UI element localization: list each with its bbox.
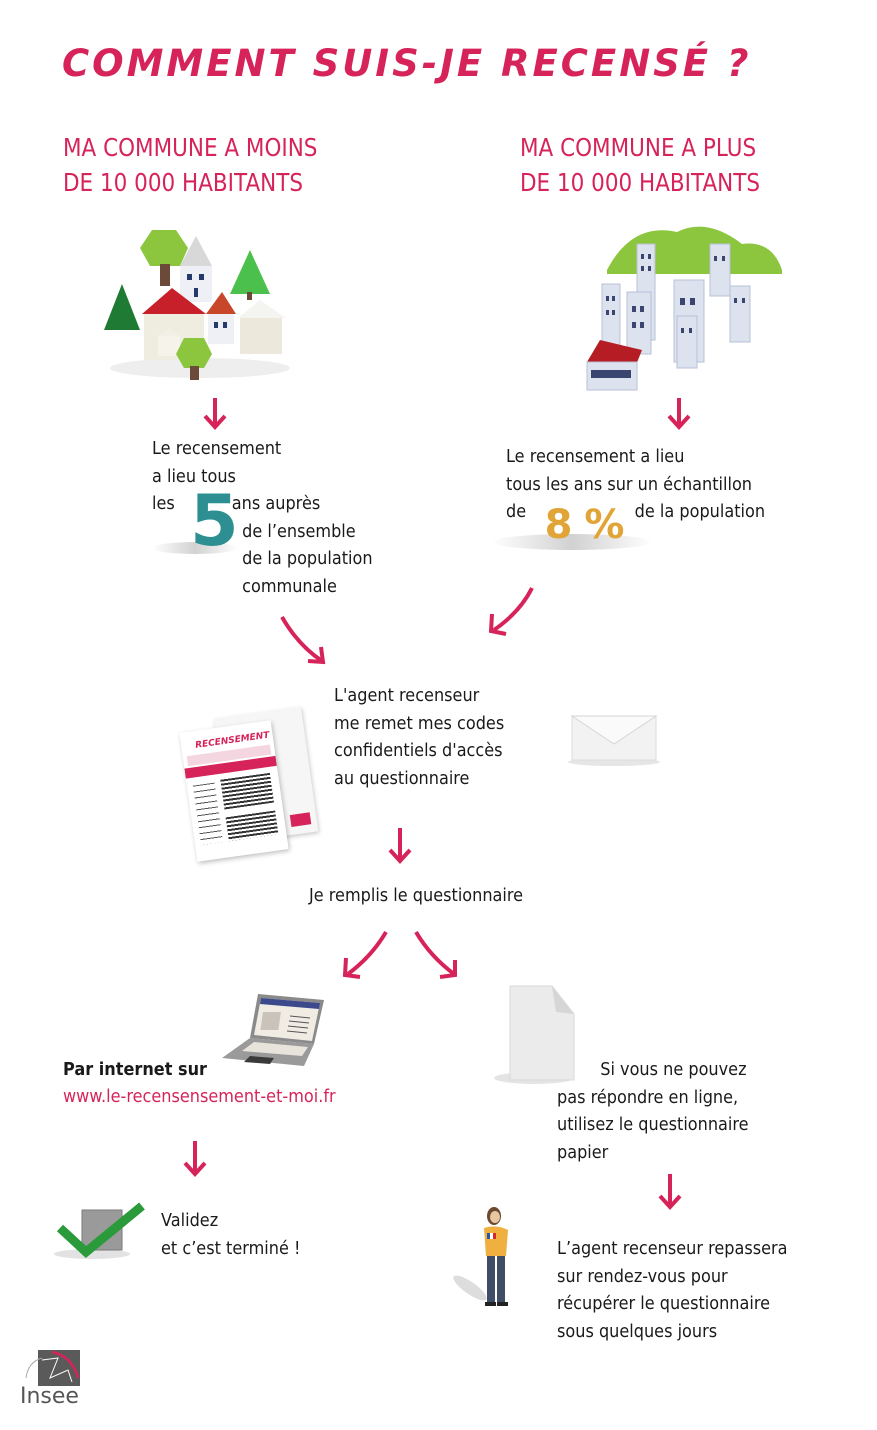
agent-return-line3: récupérer le questionnaire bbox=[557, 1294, 771, 1314]
eight-percent-shadow bbox=[492, 534, 652, 550]
agent-return-line2: sur rendez-vous pour bbox=[557, 1266, 728, 1287]
internet-url-link[interactable]: www.le-recensensement-et-moi.fr bbox=[63, 1087, 336, 1107]
validate-line1: Validez bbox=[161, 1211, 219, 1231]
paper-sheet-icon bbox=[494, 985, 575, 1084]
arrow-curve-to-internet bbox=[342, 930, 388, 979]
laptop-icon bbox=[222, 994, 324, 1066]
left-heading-line2: DE 10 000 HABITANTS bbox=[63, 168, 304, 197]
arrow-down-left-col bbox=[203, 398, 227, 430]
left-heading-line1: MA COMMUNE A MOINS bbox=[63, 133, 318, 162]
left-text-line4: de l’ensemble bbox=[242, 521, 356, 542]
agent-step-line3: confidentiels d'accès bbox=[334, 741, 503, 761]
agent-step-line4: au questionnaire bbox=[334, 768, 470, 789]
arrow-down-to-fill bbox=[388, 828, 412, 864]
village-illustration bbox=[104, 230, 290, 380]
agent-return-line1: L’agent recenseur repassera bbox=[557, 1239, 788, 1259]
paper-text-line2: pas répondre en ligne, bbox=[557, 1087, 739, 1108]
arrow-down-right-col bbox=[667, 398, 691, 430]
right-heading-line2: DE 10 000 HABITANTS bbox=[520, 168, 761, 197]
insee-logo: Insee bbox=[20, 1348, 82, 1412]
validate-text: Validez et c’est terminé ! bbox=[161, 1208, 300, 1263]
fill-questionnaire-text: Je remplis le questionnaire bbox=[309, 886, 524, 906]
left-text-line2: a lieu tous bbox=[152, 466, 236, 487]
left-text-line3-after: ans auprès bbox=[231, 494, 321, 514]
right-text-line1: Le recensement a lieu bbox=[506, 447, 685, 467]
arrow-down-to-validate bbox=[183, 1141, 207, 1177]
agent-return-line4: sous quelques jours bbox=[557, 1321, 718, 1342]
big-eight-percent: 8 % bbox=[544, 502, 625, 548]
internet-label: Par internet sur bbox=[63, 1060, 207, 1080]
left-text-line1: Le recensement bbox=[152, 439, 282, 459]
five-shadow bbox=[152, 542, 238, 554]
right-heading-line1: MA COMMUNE A PLUS bbox=[520, 133, 757, 162]
arrow-curve-left-to-center bbox=[280, 616, 326, 665]
right-text-line3-after: de la population bbox=[634, 502, 766, 522]
validate-line2: et c’est terminé ! bbox=[161, 1238, 301, 1259]
right-text-line3-before: de bbox=[506, 502, 527, 522]
paper-text-line1: Si vous ne pouvez bbox=[600, 1060, 747, 1080]
envelope-icon bbox=[568, 715, 660, 766]
agent-step-text: L'agent recenseur me remet mes codes con… bbox=[334, 683, 504, 793]
big-five: 5 bbox=[190, 480, 239, 562]
census-agent-figure bbox=[453, 1207, 508, 1306]
arrow-curve-to-paper bbox=[414, 930, 457, 979]
page-title: COMMENT SUIS-JE RECENSÉ ? bbox=[62, 42, 752, 85]
left-text-line3-before: les bbox=[152, 494, 175, 514]
arrow-down-to-agent bbox=[658, 1174, 682, 1210]
agent-step-line2: me remet mes codes bbox=[334, 713, 505, 734]
right-text-line2: tous les ans sur un échantillon bbox=[506, 474, 753, 495]
city-illustration bbox=[586, 226, 782, 391]
agent-return-text: L’agent recenseur repassera sur rendez-v… bbox=[557, 1236, 788, 1346]
left-text-line6: communale bbox=[242, 576, 337, 597]
left-heading: MA COMMUNE A MOINS DE 10 000 HABITANTS bbox=[63, 130, 317, 200]
paper-text-line3: utilisez le questionnaire bbox=[557, 1115, 749, 1135]
right-heading: MA COMMUNE A PLUS DE 10 000 HABITANTS bbox=[520, 130, 760, 200]
paper-text-block: Si vous ne pouvez pas répondre en ligne,… bbox=[557, 1057, 749, 1167]
left-text-block: Le recensement a lieu tous les ans auprès… bbox=[152, 436, 373, 601]
arrow-curve-right-to-center bbox=[488, 587, 534, 636]
insee-logo-text: Insee bbox=[20, 1384, 79, 1409]
agent-step-line1: L'agent recenseur bbox=[334, 686, 480, 706]
paper-text-line4: papier bbox=[557, 1142, 609, 1163]
insee-logo-mark bbox=[25, 1350, 80, 1386]
right-text-block: Le recensement a lieu tous les ans sur u… bbox=[506, 444, 765, 527]
leaflet-front: RECENSEMENT bbox=[179, 720, 289, 862]
left-text-line5: de la population bbox=[242, 549, 373, 569]
checkmark-icon bbox=[54, 1202, 145, 1259]
